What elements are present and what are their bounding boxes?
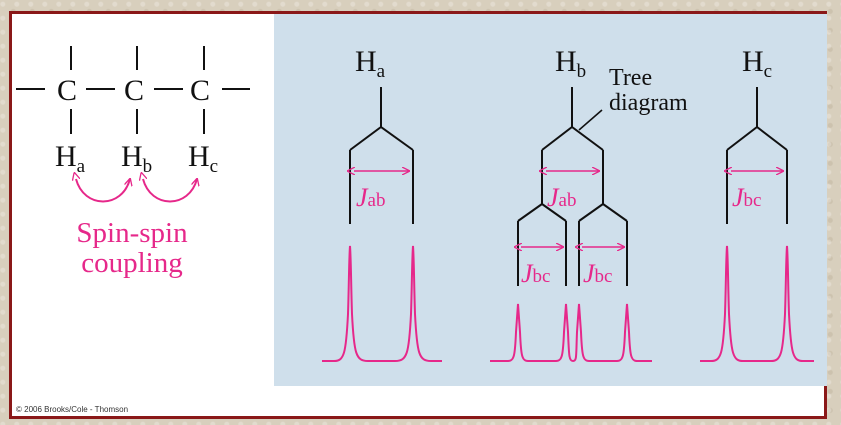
tree-label-line1: Tree: [609, 65, 652, 91]
caption-line1: Spin-spin: [76, 217, 188, 249]
coupling-diagram: C C C Ha Hb Hc Spin-spin coupling Ha: [16, 45, 814, 363]
hydrogen-c-label: Hc: [188, 140, 218, 177]
jbc-label: Jbc: [583, 259, 612, 288]
signal-hc-label: Hc: [742, 45, 772, 82]
coupling-arrow-ab: [76, 179, 130, 203]
hydrogen-b-label: Hb: [121, 140, 152, 177]
signal-hb-label: Hb: [555, 45, 586, 82]
tree-label-line2: diagram: [609, 90, 688, 116]
signal-ha-label: Ha: [355, 45, 386, 82]
jbc-label: Jbc: [521, 259, 550, 288]
hydrogen-a-label: Ha: [55, 140, 86, 177]
coupling-arrow-bc: [143, 179, 197, 203]
molecule-fragment: [16, 46, 250, 134]
jbc-label: Jbc: [732, 183, 761, 212]
spectrum-quartet-hb: [490, 303, 652, 363]
figure-frame: C C C Ha Hb Hc Spin-spin coupling Ha: [9, 11, 827, 419]
carbon-atom: C: [124, 74, 144, 107]
caption-line2: coupling: [81, 247, 183, 279]
copyright-credit: © 2006 Brooks/Cole - Thomson: [16, 405, 129, 414]
nmr-splitting-panel: [274, 14, 827, 386]
carbon-atom: C: [57, 74, 77, 107]
spectrum: [322, 245, 814, 363]
tree-hb: Hb Jab Jbc: [518, 45, 688, 288]
jab-label: Jab: [547, 183, 576, 212]
spectrum-doublet-hc: [700, 245, 814, 362]
carbon-atom: C: [190, 74, 210, 107]
spectrum-doublet-ha: [322, 245, 442, 362]
jab-label: Jab: [356, 183, 385, 212]
tree-hc: Hc Jbc: [727, 45, 788, 224]
tree-ha: Ha Jab: [350, 45, 414, 224]
coupling-arrows: [76, 179, 197, 203]
